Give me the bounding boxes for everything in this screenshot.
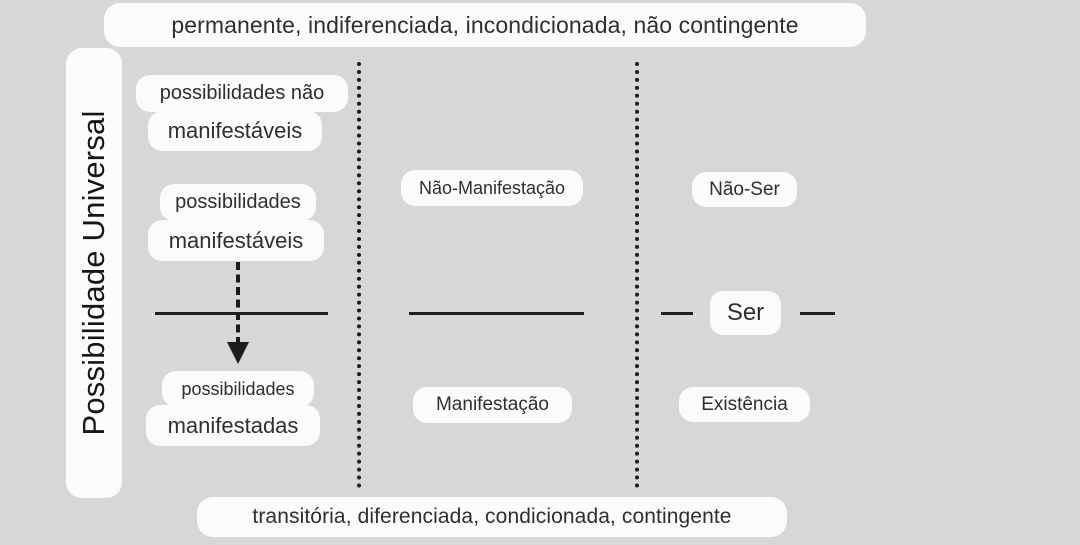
label-ser: Ser [710,291,781,335]
horizontal-rule-column-3-left [661,312,693,315]
label-possibilidades-middle: possibilidades [160,184,316,221]
horizontal-rule-column-3-right [800,312,835,315]
dashed-arrow-head [227,342,249,364]
column-divider-1 [357,62,361,488]
dashed-arrow-shaft [236,262,240,345]
label-possibilidades-nao: possibilidades não [136,75,348,112]
label-nao-ser: Não-Ser [692,172,797,207]
label-existencia: Existência [679,387,810,422]
axis-label-container: Possibilidade Universal [66,48,122,498]
label-manifestaveis-upper: manifestáveis [148,111,322,151]
axis-label-possibilidade-universal: Possibilidade Universal [76,110,111,436]
label-manifestadas: manifestadas [146,405,320,446]
label-manifestaveis-middle: manifestáveis [148,220,324,261]
label-possibilidades-lower: possibilidades [162,371,314,407]
column-divider-2 [635,62,639,488]
label-nao-manifestacao: Não-Manifestação [401,170,583,206]
horizontal-rule-column-1 [155,312,328,315]
banner-top-attributes: permanente, indiferenciada, incondiciona… [104,3,866,47]
horizontal-rule-column-2 [409,312,584,315]
label-manifestacao: Manifestação [413,387,572,423]
banner-bottom-attributes: transitória, diferenciada, condicionada,… [197,497,787,537]
